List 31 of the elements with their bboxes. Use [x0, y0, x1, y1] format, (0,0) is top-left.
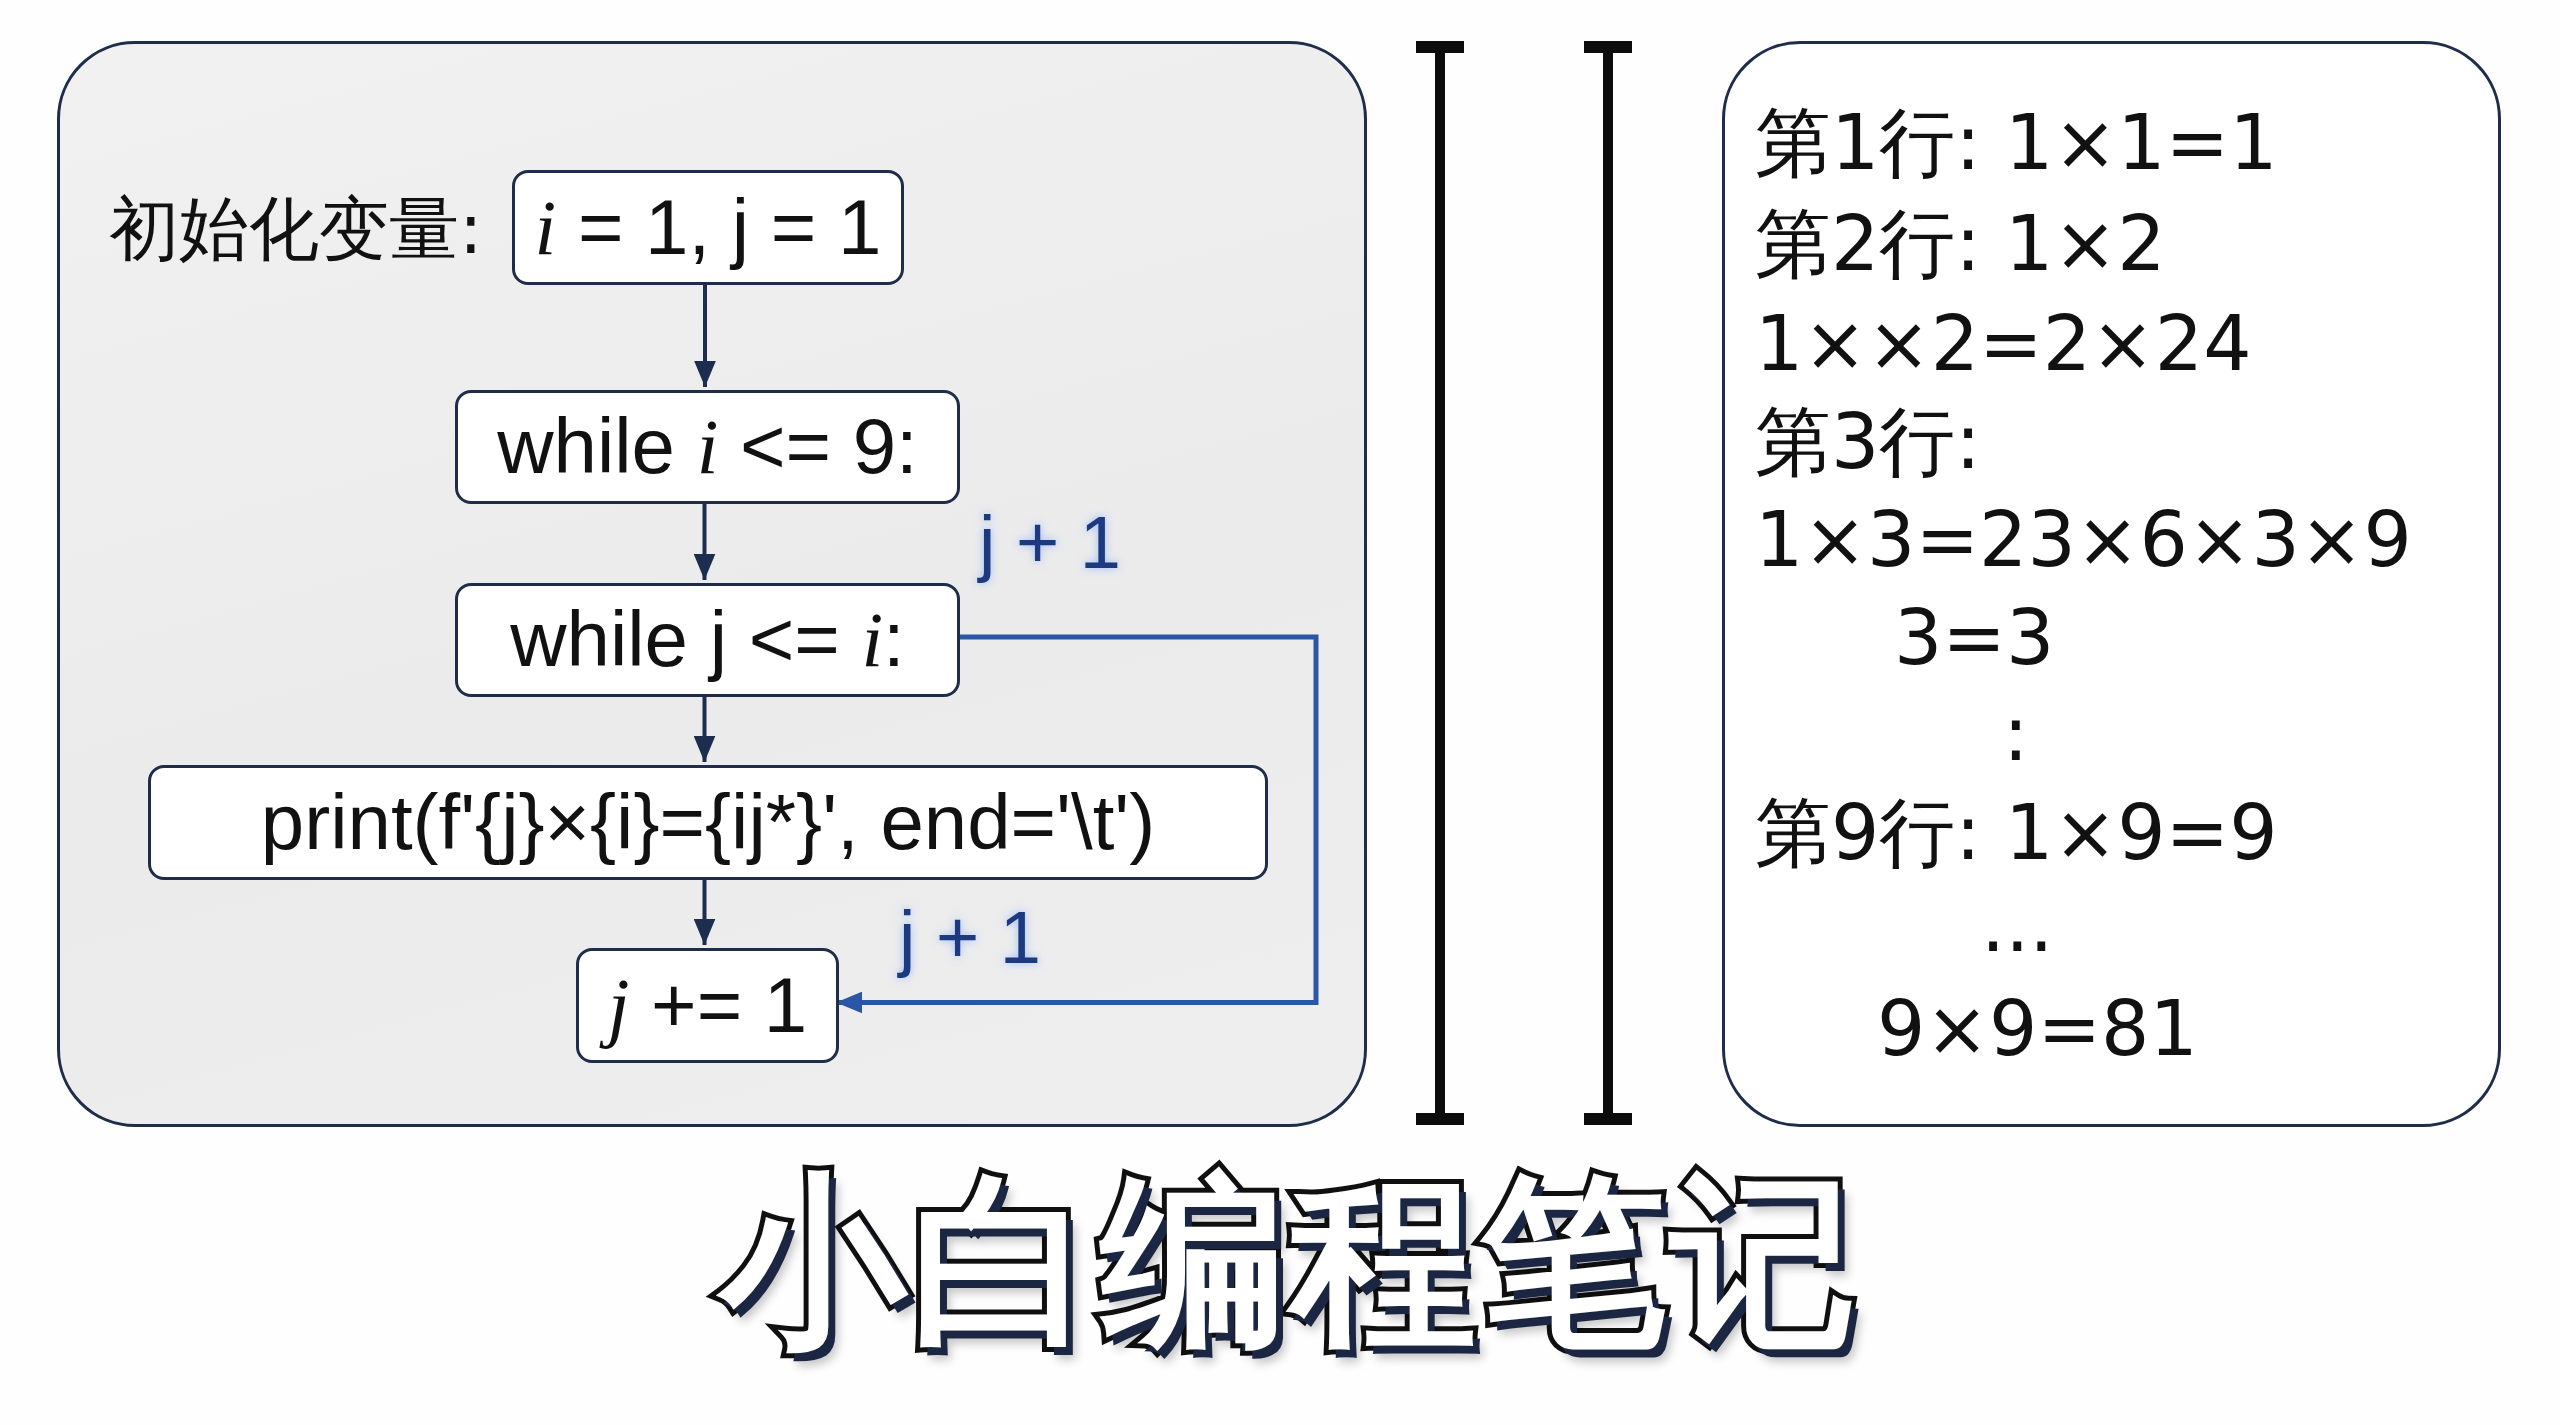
process-box [512, 170, 904, 285]
arrow [693, 694, 716, 762]
output-line: 第3行: [1755, 397, 1981, 487]
edge-label: j + 1 [896, 899, 1042, 977]
output-panel [1722, 41, 2501, 1127]
arrow [693, 877, 716, 945]
title: 小白编程笔记 [696, 1150, 1904, 1400]
process-box [576, 948, 839, 1063]
output-line: ... [1981, 880, 2054, 970]
process-box [148, 765, 1268, 880]
output-line: 1××2=2×24 [1755, 299, 2252, 389]
arrow [693, 501, 716, 580]
output-line: : [2003, 689, 2029, 779]
output-line: 第1行: 1×1=1 [1755, 98, 2278, 188]
code-text: while i <= 9: [496, 401, 919, 493]
loop-arrow [836, 634, 1319, 1014]
output-line: 1×3=23×6×3×9 [1755, 495, 2412, 585]
process-box [455, 583, 960, 697]
output-line: 第2行: 1×2 [1755, 199, 2166, 289]
code-text: j += 1 [595, 957, 820, 1054]
panel-background [57, 41, 1367, 1127]
output-line: 3=3 [1894, 593, 2055, 683]
code-text: i = 1, j = 1 [533, 181, 883, 273]
loop-label: j + 1 [976, 504, 1122, 582]
code-text: while j <= i: [509, 594, 906, 686]
side-label: 初始化变量: [109, 187, 483, 271]
code-text: print(f'{j}×{i}={ij*}', end='\t') [259, 776, 1157, 868]
output-line: 9×9=81 [1877, 984, 2198, 1074]
arrow [694, 282, 716, 387]
process-box [455, 390, 960, 504]
output-line: 第9行: 1×9=9 [1755, 788, 2278, 878]
